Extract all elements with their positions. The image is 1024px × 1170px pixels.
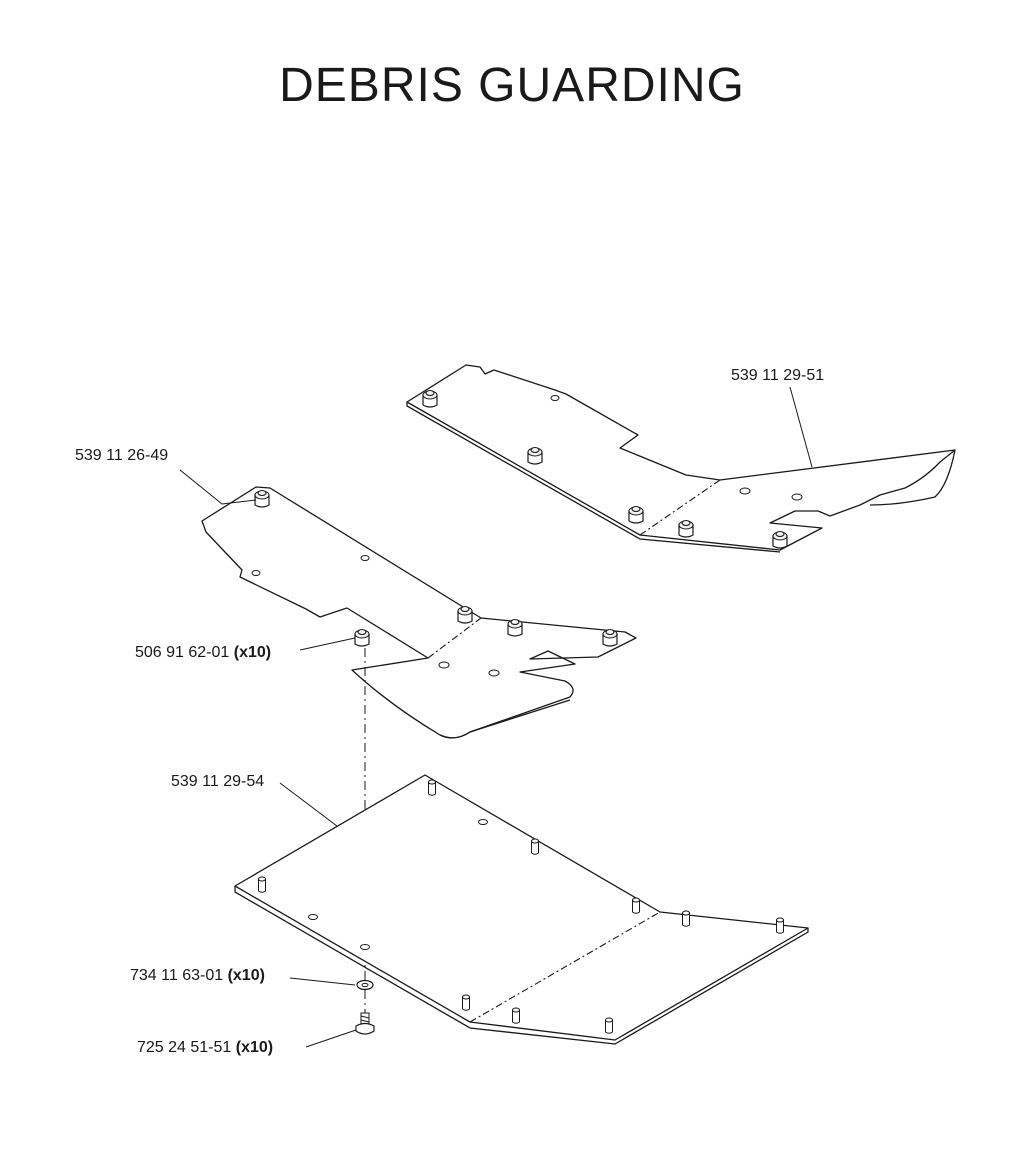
weld-nut-icon (527, 446, 543, 465)
leader-line (299, 637, 356, 651)
stud-icon (776, 917, 784, 934)
guard-plate-539-11-29-54 (234, 774, 809, 1045)
stud-icon (531, 838, 539, 855)
leader-line (789, 386, 813, 468)
page-title: DEBRIS GUARDING (279, 59, 745, 112)
bolt-725-24-51-51-icon (355, 1012, 375, 1035)
weld-nut-icon (254, 489, 270, 508)
part-label: 506 91 62-01 (x10) (135, 644, 271, 661)
nut-506-91-62-01-icon (354, 628, 370, 647)
part-label: 725 24 51-51 (x10) (137, 1039, 273, 1056)
leader-line (289, 977, 356, 986)
part-label: 539 11 29-51 (731, 367, 824, 384)
leader-line (179, 469, 257, 505)
weld-nut-icon (628, 505, 644, 524)
weld-nut-icon (507, 618, 523, 637)
part-label: 539 11 26-49 (75, 447, 168, 464)
part-label: 539 11 29-54 (171, 773, 264, 790)
weld-nut-icon (602, 628, 618, 647)
weld-nut-icon (457, 605, 473, 624)
weld-nut-icon (678, 519, 694, 538)
stud-icon (512, 1007, 520, 1024)
stud-icon (632, 897, 640, 914)
stud-icon (682, 910, 690, 927)
washer-734-11-63-01-icon (356, 979, 374, 991)
leader-line (305, 1029, 357, 1048)
stud-icon (462, 994, 470, 1011)
stud-icon (428, 779, 436, 796)
weld-nut-icon (422, 389, 438, 408)
weld-nut-icon (772, 530, 788, 549)
stud-icon (605, 1017, 613, 1034)
part-label: 734 11 63-01 (x10) (130, 967, 265, 984)
stud-icon (258, 876, 266, 893)
leader-line (279, 782, 338, 827)
guard-plate-539-11-29-51 (406, 364, 956, 553)
guard-plate-539-11-26-49 (201, 486, 637, 739)
